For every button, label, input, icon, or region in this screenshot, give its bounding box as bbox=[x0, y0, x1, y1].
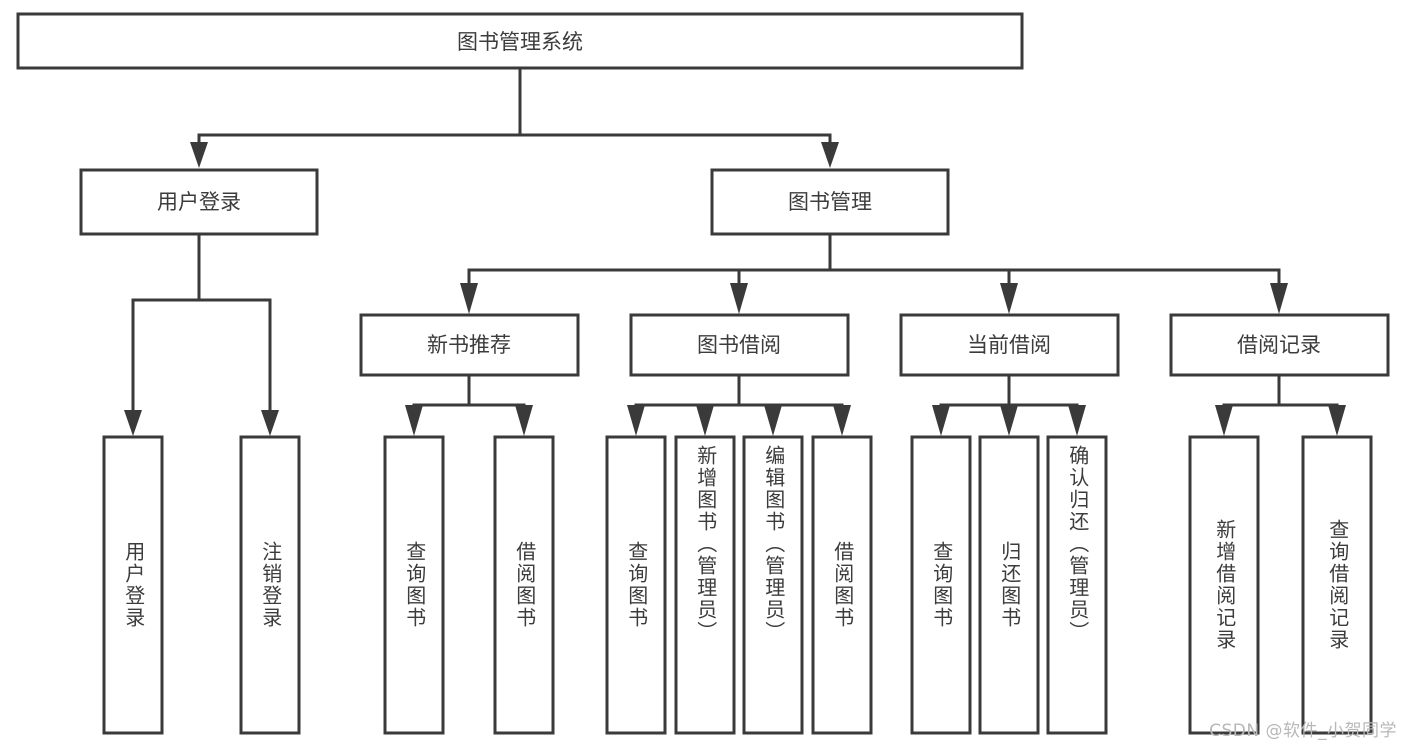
leaf-box-bb-borrow-book[interactable] bbox=[811, 435, 873, 735]
node-borrow-record-box[interactable] bbox=[1169, 313, 1390, 377]
leaf-box-br-query-record[interactable] bbox=[1301, 435, 1373, 735]
arrowhead-bookborrow-leaf-3 bbox=[764, 405, 782, 436]
watermark: CSDN @软件_小贺同学 bbox=[1209, 721, 1397, 741]
leaf-box-nbr-query-book[interactable] bbox=[383, 435, 445, 735]
node-current-borrow[interactable]: 当前借阅 bbox=[899, 313, 1120, 377]
arrowhead-currentborrow-leaf-3 bbox=[1068, 405, 1086, 436]
arrowhead-bookborrow-leaf-2 bbox=[696, 405, 714, 436]
leaf-boxes-group bbox=[102, 435, 1373, 735]
arrowhead-newbook bbox=[460, 283, 478, 314]
connector-group-borrowrecord bbox=[1215, 373, 1346, 436]
node-user-login[interactable]: 用户登录 bbox=[79, 168, 319, 236]
connector-group-newbook bbox=[405, 373, 533, 436]
arrowhead-bookmgmt bbox=[821, 142, 839, 168]
node-book-management-box[interactable] bbox=[710, 168, 950, 236]
node-new-book-recommend[interactable]: 新书推荐 bbox=[359, 313, 580, 377]
node-root-label: 图书管理系统 bbox=[457, 30, 583, 54]
arrowhead-bookborrow-leaf-4 bbox=[833, 405, 851, 436]
leaf-box-bb-query-book[interactable] bbox=[605, 435, 667, 735]
node-root[interactable]: 图书管理系统 bbox=[16, 12, 1024, 70]
arrowhead-borrowrecord-leaf-1 bbox=[1215, 405, 1233, 436]
arrowhead-newbook-leaf-2 bbox=[515, 405, 533, 436]
node-borrow-record[interactable]: 借阅记录 bbox=[1169, 313, 1390, 377]
leaf-box-bb-add-book[interactable] bbox=[674, 435, 736, 735]
arrowhead-newbook-leaf-1 bbox=[405, 405, 423, 436]
leaf-box-cb-query-book[interactable] bbox=[910, 435, 972, 735]
node-current-borrow-label: 当前借阅 bbox=[967, 333, 1051, 357]
node-new-book-recommend-label: 新书推荐 bbox=[427, 333, 511, 357]
node-user-login-label: 用户登录 bbox=[157, 190, 241, 214]
node-root-box[interactable] bbox=[16, 12, 1024, 70]
node-book-borrow[interactable]: 图书借阅 bbox=[629, 313, 850, 377]
node-borrow-record-label: 借阅记录 bbox=[1237, 333, 1321, 357]
arrowhead-bookborrow-leaf-1 bbox=[627, 405, 645, 436]
node-user-login-box[interactable] bbox=[79, 168, 319, 236]
leaf-box-cb-return-book[interactable] bbox=[978, 435, 1040, 735]
node-book-borrow-label: 图书借阅 bbox=[697, 333, 781, 357]
leaf-box-user-login[interactable] bbox=[102, 435, 164, 735]
connector-group-userlogin bbox=[124, 232, 279, 436]
connector-group-root bbox=[190, 66, 839, 168]
arrowhead-leaf-user-login bbox=[124, 410, 142, 436]
connector-group-bookmgmt bbox=[460, 232, 1288, 314]
node-new-book-recommend-box[interactable] bbox=[359, 313, 580, 377]
node-book-management[interactable]: 图书管理 bbox=[710, 168, 950, 236]
arrowhead-bookborrow bbox=[730, 283, 748, 314]
arrowhead-userlogin bbox=[190, 142, 208, 168]
arrowhead-currentborrow-leaf-1 bbox=[932, 405, 950, 436]
leaf-box-cb-confirm-return[interactable] bbox=[1046, 435, 1108, 735]
leaf-box-nbr-borrow-book[interactable] bbox=[493, 435, 555, 735]
leaf-box-logout[interactable] bbox=[239, 435, 301, 735]
arrowhead-borrowrecord bbox=[1270, 283, 1288, 314]
node-current-borrow-box[interactable] bbox=[899, 313, 1120, 377]
connector-group-currentborrow bbox=[932, 373, 1086, 436]
leaf-box-bb-edit-book[interactable] bbox=[742, 435, 804, 735]
arrowhead-currentborrow bbox=[1000, 283, 1018, 314]
connector-group-bookborrow bbox=[627, 373, 851, 436]
leaf-box-br-add-record[interactable] bbox=[1188, 435, 1260, 735]
node-book-management-label: 图书管理 bbox=[788, 190, 872, 214]
node-book-borrow-box[interactable] bbox=[629, 313, 850, 377]
arrowhead-currentborrow-leaf-2 bbox=[1000, 405, 1018, 436]
arrowhead-borrowrecord-leaf-2 bbox=[1328, 405, 1346, 436]
arrowhead-leaf-logout bbox=[261, 410, 279, 436]
